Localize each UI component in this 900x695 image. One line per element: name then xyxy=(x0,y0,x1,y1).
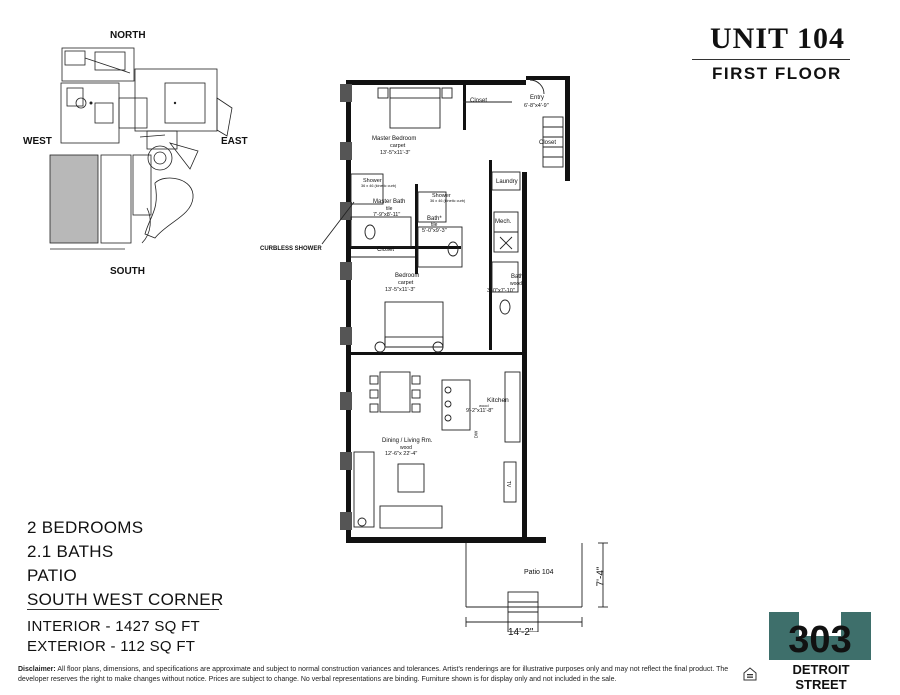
compass-south: SOUTH xyxy=(110,266,145,277)
key-plan-drawing xyxy=(49,47,233,250)
dw-label: DW xyxy=(473,430,479,439)
bath-star-label: Bath* xyxy=(427,216,442,222)
closet-label-1: Closet xyxy=(470,98,488,104)
logo-name: DETROIT STREET xyxy=(792,662,850,692)
equal-housing-icon xyxy=(743,667,757,681)
disclaimer-text: All floor plans, dimensions, and specifi… xyxy=(18,666,729,683)
bedroom-floor: carpet xyxy=(398,280,414,286)
compass-west: WEST xyxy=(23,136,52,147)
floor-plan-drawing xyxy=(321,76,608,632)
disclaimer-label: Disclaimer: xyxy=(18,666,56,673)
closet-label-3: Closet xyxy=(377,247,395,253)
dining-label: Dining / Living Rm. xyxy=(382,438,433,444)
laundry-label: Laundry xyxy=(496,179,518,185)
compass-north: NORTH xyxy=(110,30,146,41)
entry-label: Entry xyxy=(530,95,545,101)
dining-floor: wood xyxy=(400,445,412,451)
floor-label: FIRST FLOOR xyxy=(712,64,842,83)
disclaimer: Disclaimer: All floor plans, dimensions,… xyxy=(18,665,738,685)
bath-star-dim: 5'-0"x9'-3" xyxy=(422,228,447,234)
shower-label-1: Shower xyxy=(363,178,382,184)
interior-area: INTERIOR - 1427 SQ FT xyxy=(27,618,200,635)
entry-dim: 6'-8"x4'-9" xyxy=(524,103,549,109)
kitchen-floor: wood xyxy=(479,403,489,408)
title-divider xyxy=(692,59,850,60)
dining-dim: 12'-6"x 22'-4" xyxy=(385,451,418,457)
feature-corner: SOUTH WEST CORNER xyxy=(27,590,224,609)
patio-width: 14'-2" xyxy=(508,627,534,638)
master-bedroom-floor: carpet xyxy=(390,143,406,149)
logo-mark-text: 303 xyxy=(788,619,851,660)
bedroom-label: Bedroom xyxy=(395,273,420,279)
master-bath-label: Master Bath xyxy=(373,199,406,205)
patio-label: Patio 104 xyxy=(524,569,554,576)
compass-east: EAST xyxy=(221,136,248,147)
kitchen-dim: 9'-2"x11'-8" xyxy=(466,408,494,414)
bath-star-floor: tile xyxy=(431,222,438,228)
feature-baths: 2.1 BATHS xyxy=(27,542,114,561)
master-bedroom-label: Master Bedroom xyxy=(372,136,417,142)
logo-mark: 303 xyxy=(769,612,871,660)
bath-floor: wood xyxy=(510,281,522,287)
curbless-label: CURBLESS SHOWER xyxy=(260,246,322,252)
bath-label: Bath xyxy=(511,274,524,280)
mech-label: Mech. xyxy=(495,219,512,225)
shower-label-2: Shower xyxy=(432,193,451,199)
master-bath-floor: tile xyxy=(386,206,393,212)
shower-note-2: 36 x 46 (kinetic curb) xyxy=(430,199,466,203)
bath-dim: 3'-0"x7'-10" xyxy=(487,288,515,294)
closet-label-2: Closet xyxy=(539,140,557,146)
feature-bedrooms: 2 BEDROOMS xyxy=(27,518,144,537)
master-bath-dim: 7'-9"x8'-11" xyxy=(373,212,401,218)
tv-label: TV xyxy=(505,480,512,488)
unit-title: UNIT 104 xyxy=(710,22,845,55)
patio-depth: 7'-4" xyxy=(595,566,607,587)
exterior-area: EXTERIOR - 112 SQ FT xyxy=(27,638,196,655)
master-bedroom-dim: 13'-5"x11'-3" xyxy=(380,150,411,156)
kitchen-label: Kitchen xyxy=(487,397,509,404)
shower-note-1: 36 x 46 (kinetic curb) xyxy=(361,184,397,188)
feature-patio: PATIO xyxy=(27,566,77,585)
features-divider xyxy=(27,609,219,610)
bedroom-dim: 13'-5"x11'-3" xyxy=(385,287,416,293)
